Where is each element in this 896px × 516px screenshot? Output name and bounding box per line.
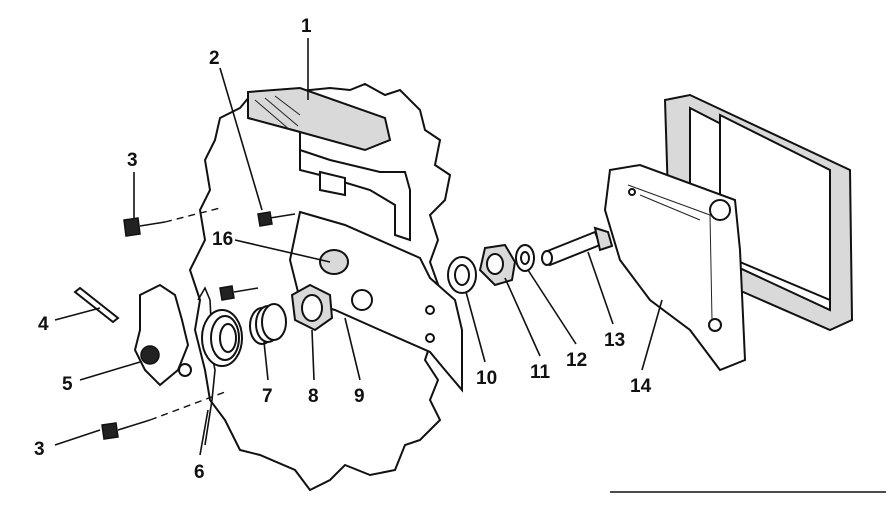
part-2-screw [257,211,296,227]
leader-lines [54,38,663,456]
label-11: 11 [530,362,551,383]
part-4-pin [73,286,120,324]
part-5-lever [133,283,192,387]
part-1-bracket [247,86,411,242]
label-3-lower: 3 [34,439,45,460]
part-number-labels: 1 2 3 3 4 5 6 7 8 9 10 11 12 13 14 16 [34,16,652,483]
label-3-upper: 3 [127,150,138,171]
part-3-upper-screw [123,217,166,237]
label-9: 9 [354,386,365,407]
part-6-coil-spring [201,309,243,367]
part-3-lower-screw [101,419,151,440]
label-10: 10 [476,368,497,389]
part-7-spring [249,303,287,345]
label-4: 4 [38,314,49,335]
part-11-bushing [478,243,517,287]
label-2: 2 [209,48,220,69]
label-13: 13 [604,330,625,351]
part-10-washer [447,256,477,294]
part-13-pin-bolt [541,226,614,267]
label-14: 14 [630,376,652,397]
part-14-housing [603,93,854,372]
label-12: 12 [566,350,587,371]
label-6: 6 [194,462,205,483]
label-7: 7 [262,386,273,407]
label-8: 8 [308,386,319,407]
upper-screw-guide [164,207,221,223]
part-16-screw [219,285,259,301]
part-16-disc [319,249,349,275]
label-16: 16 [212,229,233,250]
label-5: 5 [62,374,73,395]
part-8-nut [290,283,334,332]
part-12-washer [515,244,535,272]
label-1: 1 [301,16,312,37]
